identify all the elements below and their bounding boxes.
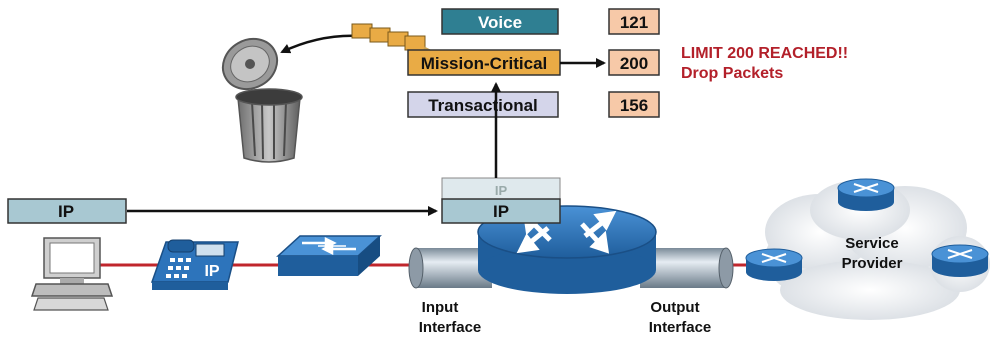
- counter-mission-critical: 200: [608, 49, 660, 76]
- queue-voice: Voice: [441, 8, 559, 35]
- router-packet-label: IP: [493, 202, 509, 221]
- provider-router-left-icon: [745, 248, 803, 281]
- incoming-packet-label: IP: [58, 202, 74, 221]
- queue-mission-critical-label: Mission-Critical: [421, 54, 548, 73]
- router-packet-behind-label: IP: [495, 183, 508, 198]
- provider-router-top-icon: [837, 178, 895, 211]
- counter-voice: 121: [608, 8, 660, 35]
- ip-phone-label: IP: [204, 263, 219, 280]
- output-interface-label-line2: Interface: [649, 319, 712, 336]
- provider-router-right-icon: [931, 244, 989, 277]
- input-interface-label-line2: Interface: [419, 319, 482, 336]
- computer-icon: [30, 237, 114, 311]
- cloud-label-service: Service: [845, 235, 898, 252]
- counter-transactional-value: 156: [620, 96, 648, 115]
- queue-transactional-label: Transactional: [428, 96, 538, 115]
- ip-phone-icon: IP: [150, 239, 239, 290]
- queue-mission-critical: Mission-Critical: [407, 49, 561, 76]
- output-interface-label-line1: Output: [650, 299, 699, 316]
- trash-can-icon: [221, 37, 303, 163]
- router-packet-behind: IP: [441, 177, 561, 201]
- input-interface-label-line1: Input: [422, 299, 459, 316]
- discard-arrow: [280, 34, 361, 54]
- trash-lid-icon: [221, 37, 279, 91]
- counter-voice-value: 121: [620, 13, 648, 32]
- incoming-packet: IP: [7, 198, 127, 224]
- switch-icon: [276, 235, 382, 276]
- router-packet: IP: [441, 198, 561, 224]
- queue-voice-label: Voice: [478, 13, 522, 32]
- alert-drop-text: Drop Packets: [681, 65, 783, 82]
- cloud-label-provider: Provider: [842, 255, 903, 272]
- alert-limit-text: LIMIT 200 REACHED!!: [681, 45, 848, 62]
- counter-transactional: 156: [608, 91, 660, 118]
- counter-mission-critical-value: 200: [620, 54, 648, 73]
- queue-transactional: Transactional: [407, 91, 559, 118]
